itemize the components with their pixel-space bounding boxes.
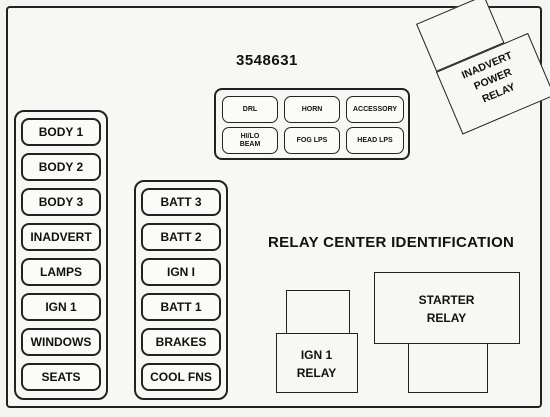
fuse-inadvert: INADVERT: [21, 223, 101, 251]
fuse-head-lps: HEAD LPS: [346, 127, 404, 154]
fuse-drl: DRL: [222, 96, 278, 123]
starter-relay-tab: [408, 343, 488, 393]
fuse-body-2: BODY 2: [21, 153, 101, 181]
middle-fuse-column: BATT 3 BATT 2 IGN I BATT 1 BRAKES COOL F…: [134, 180, 228, 400]
starter-relay: STARTER RELAY: [374, 272, 520, 344]
starter-relay-label: STARTER RELAY: [418, 293, 475, 325]
mini-fuse-block: DRL HORN ACCESSORY HI/LO BEAM FOG LPS HE…: [214, 88, 410, 160]
fuse-cool-fns: COOL FNS: [141, 363, 221, 391]
fuse-fog-lps: FOG LPS: [284, 127, 340, 154]
ign1-relay-tab: [286, 290, 350, 334]
fuse-lamps: LAMPS: [21, 258, 101, 286]
fuse-ign-i: IGN I: [141, 258, 221, 286]
fuse-batt-2: BATT 2: [141, 223, 221, 251]
fuse-ign-1: IGN 1: [21, 293, 101, 321]
fuse-accessory: ACCESSORY: [346, 96, 404, 123]
fuse-batt-3: BATT 3: [141, 188, 221, 216]
fuse-seats: SEATS: [21, 363, 101, 391]
fuse-body-1: BODY 1: [21, 118, 101, 146]
ign1-relay: IGN 1 RELAY: [276, 333, 358, 393]
fuse-brakes: BRAKES: [141, 328, 221, 356]
fuse-batt-1: BATT 1: [141, 293, 221, 321]
fuse-horn: HORN: [284, 96, 340, 123]
fuse-hi-lo-beam: HI/LO BEAM: [222, 127, 278, 154]
diagram-title: RELAY CENTER IDENTIFICATION: [268, 234, 515, 251]
fuse-body-3: BODY 3: [21, 188, 101, 216]
part-number: 3548631: [236, 52, 298, 69]
fuse-windows: WINDOWS: [21, 328, 101, 356]
left-fuse-column: BODY 1 BODY 2 BODY 3 INADVERT LAMPS IGN …: [14, 110, 108, 400]
ign1-relay-label: IGN 1 RELAY: [296, 348, 337, 380]
